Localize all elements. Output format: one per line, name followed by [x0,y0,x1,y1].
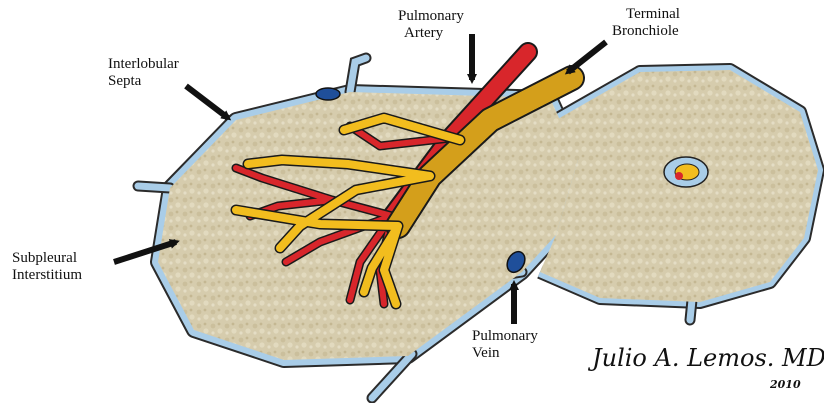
label-subpleural-interstitium: Subpleural Interstitium [12,250,82,284]
arrow-terminal-bronchiole [568,42,606,72]
signature-year: 2010 [770,378,801,391]
label-pulmonary-artery: Pulmonary Artery [398,8,464,42]
label-terminal-bronchiole: Terminal Bronchiole [612,6,680,40]
arrow-interlobular-septa [186,86,228,118]
artist-signature: Julio A. Lemos. MD [592,344,824,372]
label-interlobular-septa: Interlobular Septa [108,56,179,90]
septal-vein-top [316,88,340,100]
bronchovascular-cross-section [664,157,708,187]
label-pulmonary-vein: Pulmonary Vein [472,328,538,362]
